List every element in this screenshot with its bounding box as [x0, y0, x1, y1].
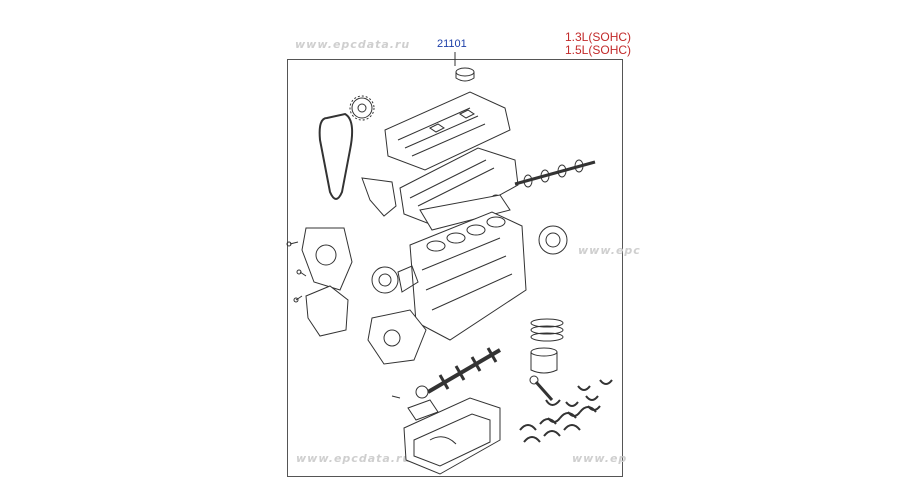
timing-cover [301, 227, 353, 291]
oil-pan [403, 397, 501, 475]
main-bearing-caps [519, 406, 597, 443]
crankshaft [415, 347, 502, 399]
engine-bracket [361, 177, 397, 217]
watermark-right: www.epc [578, 244, 641, 257]
bolts [286, 241, 401, 399]
oil-filler-cap [455, 67, 475, 82]
engine-label-1: 1.3L(SOHC) [565, 30, 632, 44]
engine-label-2: 1.5L(SOHC) [565, 43, 632, 57]
valve-cover [384, 91, 511, 171]
oil-pump [367, 309, 427, 365]
main-bearings-upper [547, 379, 613, 423]
cylinder-block [409, 211, 527, 341]
connecting-rod [529, 375, 561, 406]
rear-oil-seal [538, 225, 568, 255]
water-pump [371, 265, 419, 294]
lower-timing-cover [305, 285, 349, 337]
part-number-label[interactable]: 21101 [437, 38, 467, 50]
piston [530, 347, 558, 374]
camshaft-sprocket [349, 95, 375, 121]
piston-rings [530, 318, 564, 342]
head-gasket [419, 194, 511, 231]
camshaft [514, 159, 596, 188]
watermark-bottom-right: www.ep [572, 452, 628, 465]
timing-belt [318, 112, 354, 200]
watermark-bottom-left: www.epcdata.ru [296, 452, 412, 465]
watermark-top-left: www.epcdata.ru [295, 38, 411, 51]
